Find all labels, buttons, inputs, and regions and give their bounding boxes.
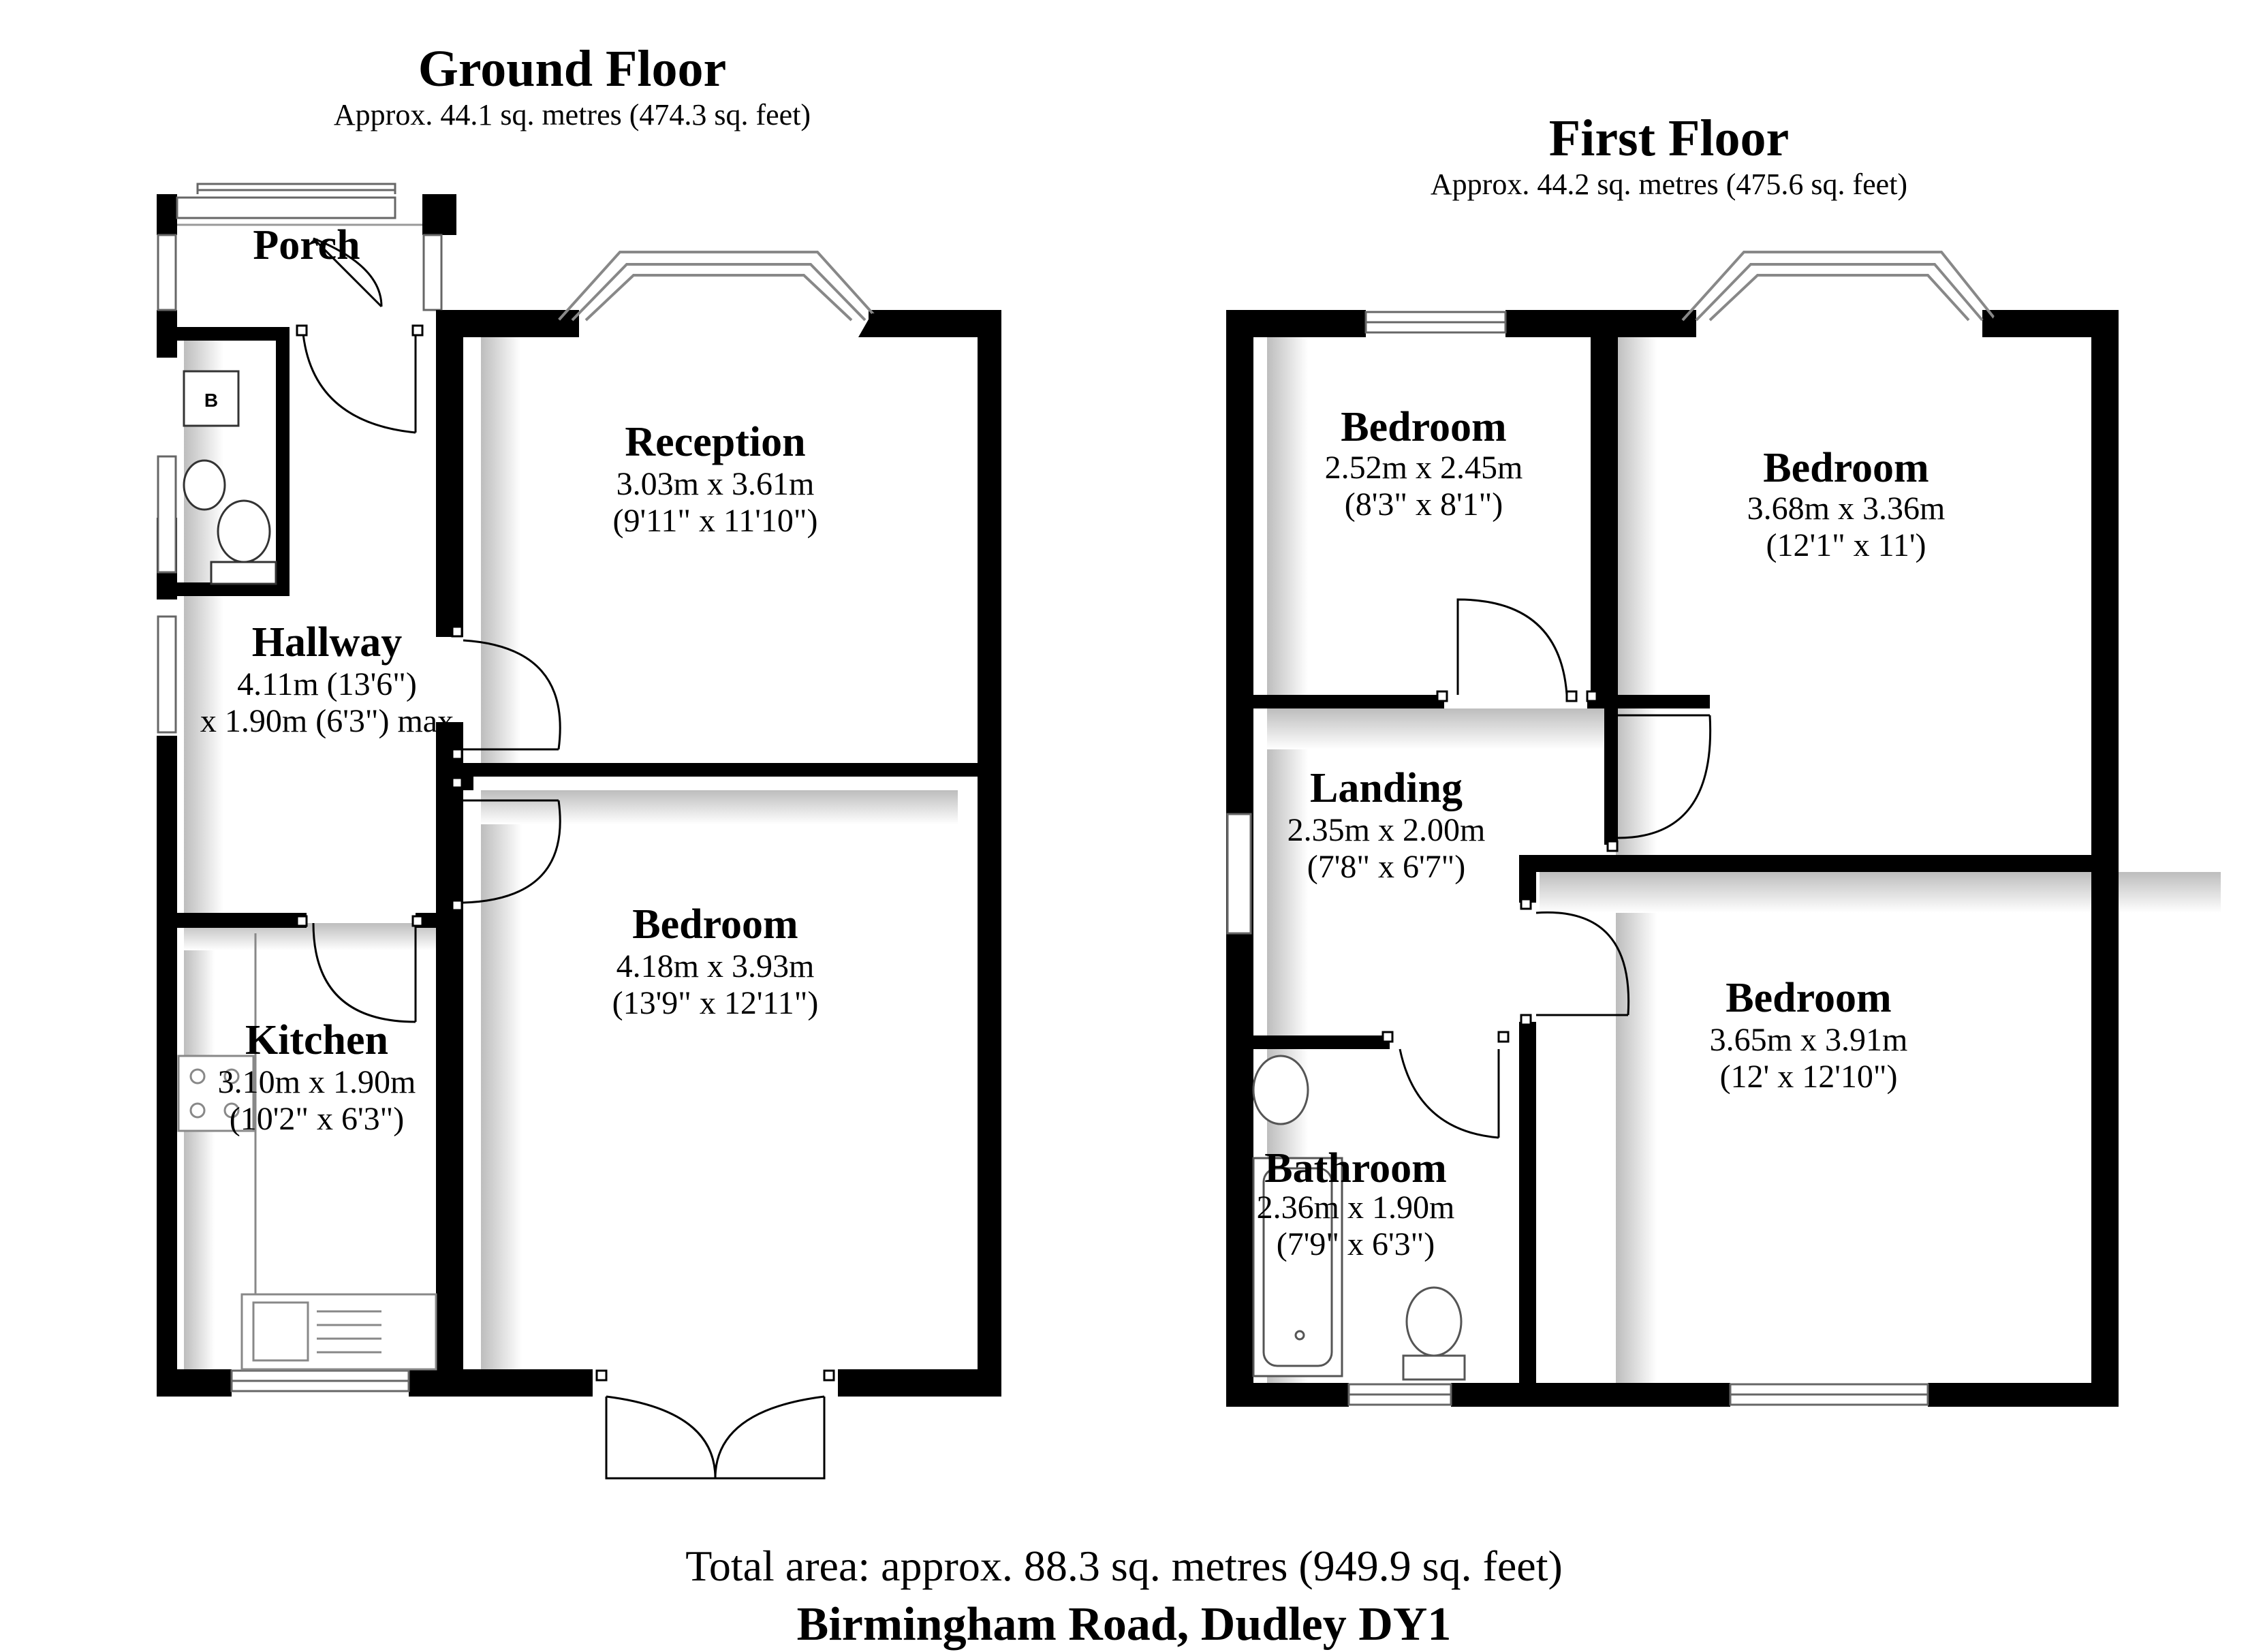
first-rear-bedroom-label: Bedroom <box>1726 975 1892 1021</box>
porch-window-top <box>176 196 396 219</box>
kitchen-label: Kitchen <box>245 1017 389 1063</box>
first-floor-area: Approx. 44.2 sq. metres (475.6 sq. feet) <box>1430 168 1908 201</box>
bathroom-imperial: (7'9" x 6'3") <box>1276 1226 1435 1262</box>
hallway-width: x 1.90m (6'3") max <box>200 703 454 739</box>
boiler-label: B <box>204 390 219 411</box>
first-small-bedroom-imperial: (8'3" x 8'1") <box>1344 486 1503 523</box>
ground-floor-windows <box>157 183 443 1392</box>
hallway-length: 4.11m (13'6") <box>237 666 417 702</box>
property-address: Birmingham Road, Dudley DY1 <box>796 1598 1452 1651</box>
bathroom-fixtures <box>1252 1055 1466 1381</box>
landing-label: Landing <box>1309 765 1463 811</box>
ground-bedroom-imperial: (13'9" x 12'11") <box>612 985 819 1021</box>
ground-floor-doors <box>302 237 826 1480</box>
hallway-label: Hallway <box>251 619 403 666</box>
kitchen-metric: 3.10m x 1.90m <box>217 1064 416 1100</box>
first-rear-bedroom-imperial: (12' x 12'10") <box>1719 1059 1898 1095</box>
reception-imperial: (9'11" x 11'10") <box>612 503 818 539</box>
first-floor-bay-window <box>1681 251 1997 322</box>
first-floor-plan <box>1226 251 2221 1407</box>
ground-floor-walls <box>157 194 1001 1397</box>
reception-metric: 3.03m x 3.61m <box>616 466 815 502</box>
total-area: Total area: approx. 88.3 sq. metres (949… <box>685 1542 1563 1590</box>
first-floor-title: First Floor <box>1548 110 1790 167</box>
first-front-bedroom-metric: 3.68m x 3.36m <box>1747 490 1946 527</box>
bathroom-label: Bathroom <box>1264 1145 1447 1191</box>
first-floor-windows <box>1226 311 1929 1406</box>
first-rear-bedroom-metric: 3.65m x 3.91m <box>1709 1022 1908 1058</box>
reception-bay-window <box>557 251 880 322</box>
wc-fixtures <box>183 370 277 585</box>
landing-metric: 2.35m x 2.00m <box>1287 812 1486 848</box>
first-small-bedroom-metric: 2.52m x 2.45m <box>1324 450 1523 486</box>
landing-imperial: (7'8" x 6'7") <box>1307 849 1466 885</box>
kitchen-imperial: (10'2" x 6'3") <box>229 1101 405 1137</box>
ground-bedroom-label: Bedroom <box>632 901 798 948</box>
porch-label: Porch <box>253 222 360 268</box>
ground-floor-plan <box>157 183 1001 1480</box>
first-small-bedroom-label: Bedroom <box>1341 404 1507 450</box>
ground-floor-area: Approx. 44.1 sq. metres (474.3 sq. feet) <box>333 98 811 131</box>
first-front-bedroom-label: Bedroom <box>1763 445 1929 491</box>
reception-label: Reception <box>625 419 806 465</box>
ground-bedroom-metric: 4.18m x 3.93m <box>616 948 815 984</box>
first-floor-walls <box>1226 310 2119 1407</box>
first-floor-doors <box>1399 598 1712 1139</box>
first-front-bedroom-imperial: (12'1" x 11') <box>1766 527 1926 563</box>
ground-floor-title: Ground Floor <box>418 40 727 97</box>
bathroom-metric: 2.36m x 1.90m <box>1256 1189 1455 1226</box>
kitchen-fixtures <box>177 933 437 1371</box>
